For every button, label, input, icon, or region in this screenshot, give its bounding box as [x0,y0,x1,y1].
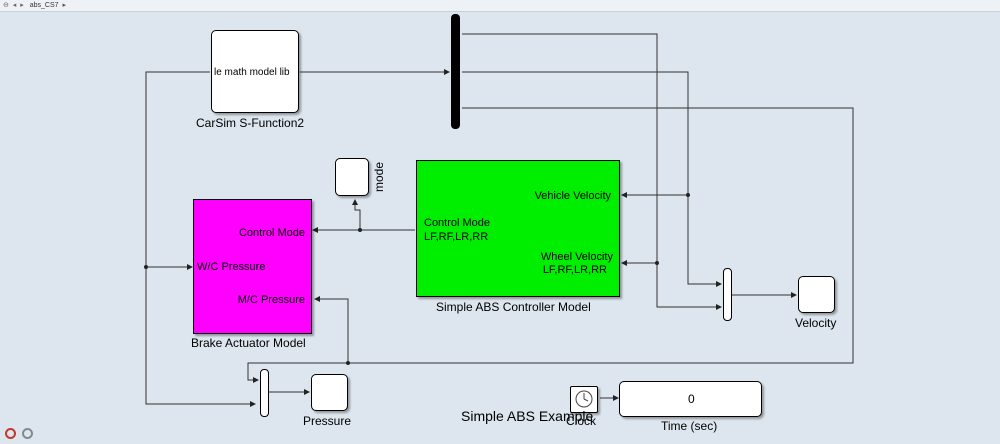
bus-creator-block[interactable] [451,14,460,129]
pressure-scope-block[interactable] [311,374,348,411]
controller-port-wheel-velocity: Wheel Velocity [540,251,613,263]
model-title: Simple ABS Example [461,408,594,424]
brake-port-mc-pressure: M/C Pressure [237,294,305,306]
clock-block[interactable] [570,386,598,413]
brake-port-control-mode: Control Mode [238,227,305,239]
velocity-mux-block[interactable] [723,268,732,321]
velocity-scope-block[interactable] [798,276,835,313]
mode-scope-caption: mode [372,161,386,192]
carsim-port-text: le math model lib [214,67,290,78]
zoom-out-icon[interactable] [22,428,33,439]
clock-caption: Clock [566,414,597,428]
carsim-sfunction-block[interactable]: le math model lib [211,30,299,113]
time-display-block[interactable]: 0 [619,381,762,417]
time-display-caption: Time (sec) [661,419,718,433]
time-display-value: 0 [688,392,695,406]
carsim-caption: CarSim S-Function2 [196,116,305,130]
zoom-in-icon[interactable] [5,428,16,439]
controller-port-control-mode-wheels: LF,RF,LR,RR [424,231,489,243]
brake-actuator-block[interactable]: Control Mode W/C Pressure M/C Pressure [193,199,312,334]
controller-port-control-mode: Control Mode [424,217,491,229]
brake-actuator-caption: Brake Actuator Model [191,336,306,350]
clock-icon [575,390,593,408]
abs-controller-block[interactable]: Vehicle Velocity Control Mode LF,RF,LR,R… [416,160,620,297]
brake-port-wc-pressure: W/C Pressure [197,261,266,273]
velocity-scope-caption: Velocity [795,316,837,330]
nav-buttons[interactable]: ⊖ ◂ ▸ [3,2,25,9]
pressure-scope-caption: Pressure [303,414,352,428]
breadcrumb[interactable]: abs_CS7 [29,2,59,9]
breadcrumb-arrow-icon[interactable]: ▸ [62,2,67,9]
explorer-bar: ⊖ ◂ ▸ abs_CS7 ▸ [0,0,1000,12]
abs-controller-caption: Simple ABS Controller Model [436,300,591,314]
pressure-mux-block[interactable] [260,369,269,417]
controller-port-wheel-velocity-wheels: LF,RF,LR,RR [542,264,607,276]
mode-scope-block[interactable] [335,158,369,196]
controller-port-vehicle-velocity: Vehicle Velocity [534,190,611,202]
